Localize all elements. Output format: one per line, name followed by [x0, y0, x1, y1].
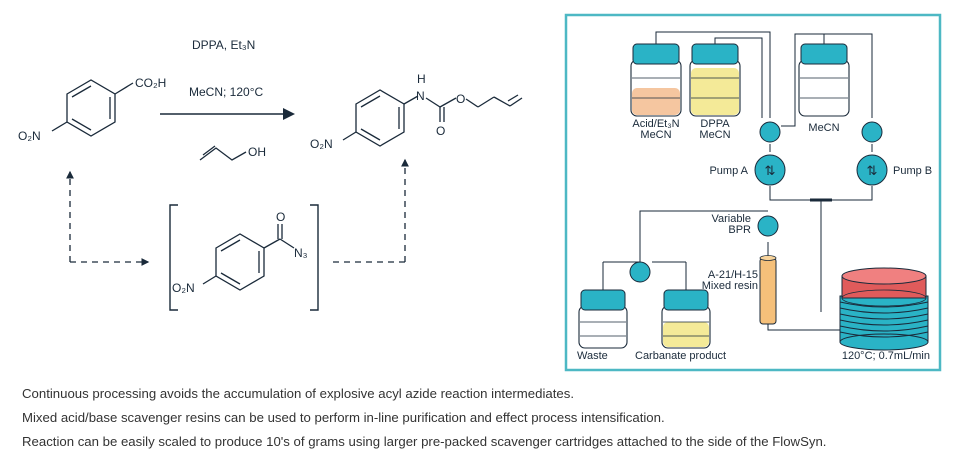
reagents-line1: DPPA, Et₃N: [192, 38, 255, 52]
dashed-pathway: [66, 158, 409, 266]
product-structure: [342, 89, 523, 147]
bottle-dppa: [689, 43, 741, 117]
intermediate-brackets: [169, 204, 319, 311]
bottle-dppa-label-1: DPPA: [700, 118, 730, 130]
bottle-mecn: [798, 43, 850, 117]
product-carbonyl-o-label: O: [436, 124, 445, 138]
pump-b-icon: ⇅: [856, 154, 888, 186]
sm-nitro-label: O₂N: [18, 129, 41, 143]
bpr-label-2: BPR: [728, 224, 751, 236]
pump-b-label: Pump B: [893, 165, 932, 177]
bottle-acid: [630, 43, 682, 117]
flow-tubing: [602, 31, 873, 331]
splitter-valve-icon: [629, 261, 651, 283]
caption-line-2: Mixed acid/base scavenger resins can be …: [22, 410, 665, 425]
reaction-and-flow-diagram: CO₂H O₂N DPPA, Et₃N MeCN; 120°C OH H N O…: [18, 13, 942, 372]
product-bottle-label: Carbanate product: [635, 350, 726, 362]
bottle-acid-label-2: MeCN: [640, 129, 671, 141]
resin-cartridge: [759, 255, 777, 325]
starting-material-structure: [51, 79, 134, 137]
reactor-coil: [839, 267, 929, 351]
bpr-icon: [757, 215, 779, 237]
intermediate-azide-label: N₃: [294, 246, 308, 260]
pump-a-icon: ⇅: [754, 154, 786, 186]
valve-b-icon: [861, 121, 883, 143]
bottle-dppa-label-2: MeCN: [699, 129, 730, 141]
bottle-acid-label-1: Acid/Et₃N: [632, 118, 679, 130]
resin-label-1: A-21/H-15: [708, 269, 758, 281]
bottle-waste: [578, 289, 628, 349]
reagents-line2: MeCN; 120°C: [189, 85, 263, 99]
pump-a-label: Pump A: [709, 165, 748, 177]
caption-line-1: Continuous processing avoids the accumul…: [22, 386, 574, 401]
acyl-azide-structure: [202, 224, 295, 291]
allyl-alcohol-structure: [199, 145, 247, 161]
bpr-label-1: Variable: [711, 213, 751, 225]
product-nh-h-label: H: [417, 72, 426, 86]
svg-text:⇅: ⇅: [765, 164, 776, 179]
bottle-product: [661, 289, 711, 349]
valve-a-icon: [759, 121, 781, 143]
intermediate-nitro-label: O₂N: [172, 281, 195, 295]
resin-label-2: Mixed resin: [702, 280, 758, 292]
caption-line-3: Reaction can be easily scaled to produce…: [22, 434, 827, 449]
reactor-label: 120°C; 0.7mL/min: [842, 350, 930, 362]
waste-label: Waste: [577, 350, 608, 362]
product-ester-o-label: O: [456, 92, 465, 106]
intermediate-o-label: O: [276, 210, 285, 224]
bottle-mecn-label: MeCN: [808, 122, 839, 134]
product-nitro-label: O₂N: [310, 137, 333, 151]
alcohol-oh-label: OH: [248, 145, 266, 159]
product-n-label: N: [416, 89, 425, 103]
svg-text:⇅: ⇅: [867, 164, 878, 179]
sm-acid-label: CO₂H: [135, 76, 166, 90]
